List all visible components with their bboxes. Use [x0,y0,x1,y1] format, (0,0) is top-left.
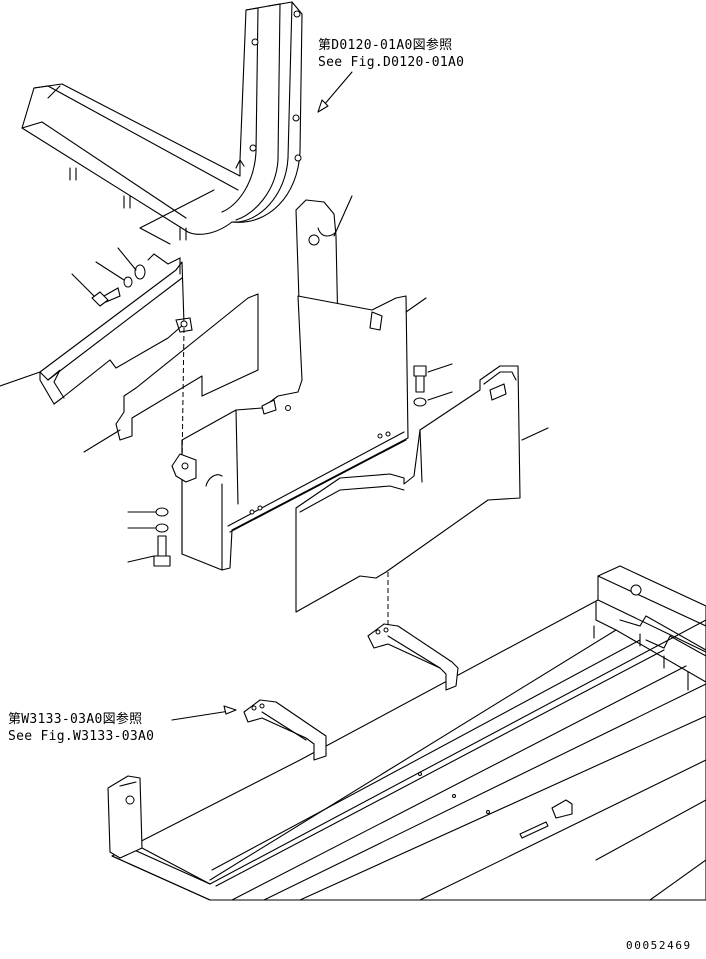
main-plate [181,295,427,571]
bolt-washer-right [413,363,453,407]
reference-label-top-jp: 第D0120-01A0図参照 [318,38,453,53]
base-bracket-upper [367,623,459,691]
alignment-line-left [181,327,185,467]
reference-label-middle-jp: 第W3133-03A0図参照 [8,712,143,727]
bolt-washer-lower [127,507,171,567]
bolt-washer-upper [71,247,181,307]
base-frame [111,565,706,901]
right-plate [295,365,549,613]
reference-label-top-en: See Fig.D0120-01A0 [318,55,465,70]
drawing-number: 00052469 [626,939,692,952]
reference-label-middle-en: See Fig.W3133-03A0 [8,729,155,744]
top-u-bracket [21,1,303,245]
diagonal-strip [83,293,259,453]
base-post [107,775,211,885]
base-bracket-lower [243,699,327,761]
